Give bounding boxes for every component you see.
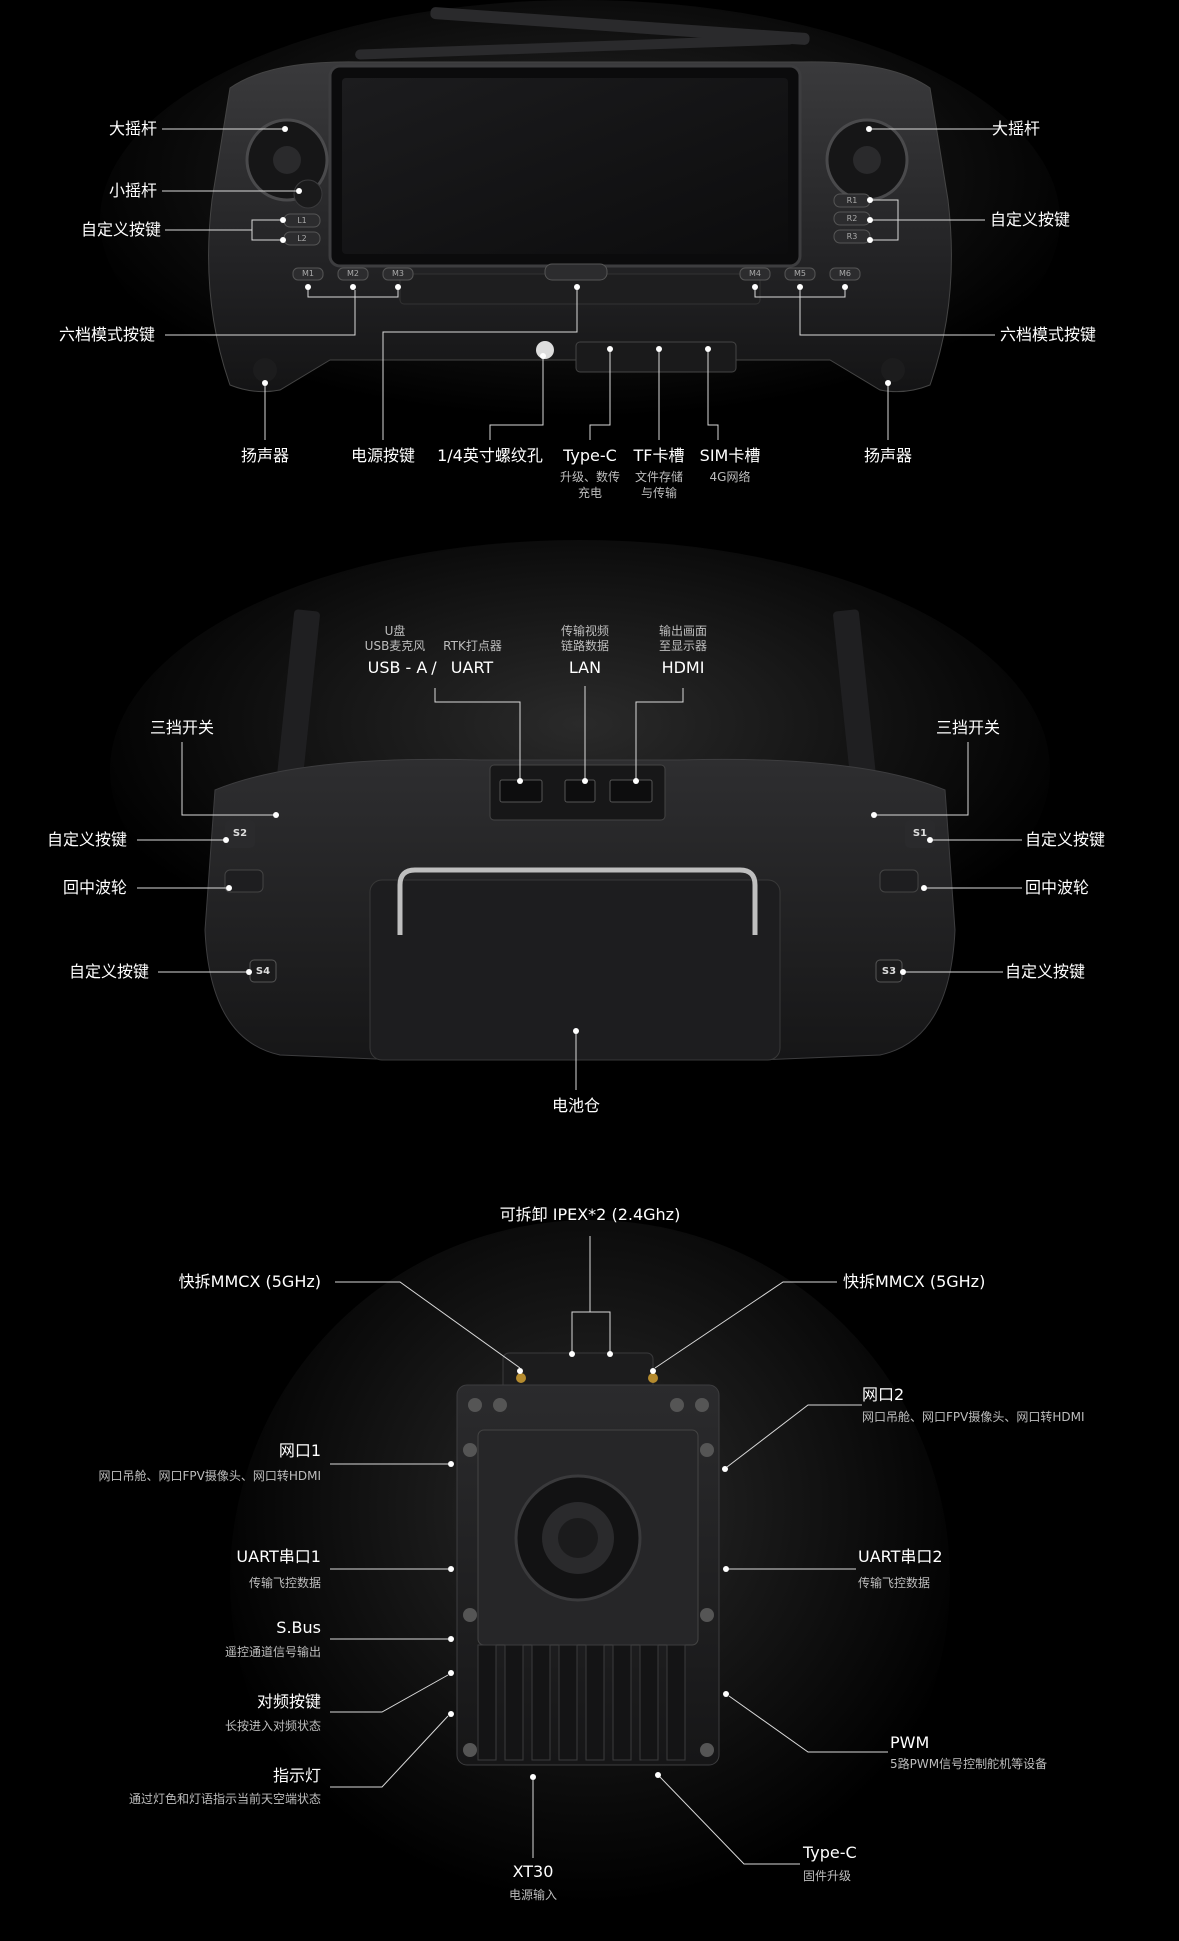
label-big-stick-right: 大摇杆 xyxy=(992,119,1041,138)
label-custom-key-left: 自定义按键 xyxy=(80,220,161,239)
button-m6: M6 xyxy=(839,269,851,278)
label-tf-sub2: 与传输 xyxy=(640,486,677,500)
label-xt30: XT30 xyxy=(512,1862,554,1881)
label-custom-key-right: 自定义按键 xyxy=(990,210,1071,229)
label-custom-key-left-2: 自定义按键 xyxy=(68,962,149,981)
label-pair-key: 对频按键 xyxy=(256,1692,321,1711)
label-uart2: UART串口2 xyxy=(858,1547,943,1566)
label-three-switch-right: 三挡开关 xyxy=(935,718,1000,737)
label-typec-firmware-sub: 固件升级 xyxy=(803,1869,852,1883)
label-mmcx-left: 快拆MMCX (5GHz) xyxy=(178,1272,321,1291)
leader-lines-bottom xyxy=(330,1236,888,1865)
label-six-mode-left: 六档模式按键 xyxy=(58,325,155,344)
label-uart-sub: RTK打点器 xyxy=(443,639,502,653)
label-indicator-light-sub: 通过灯色和灯语指示当前天空端状态 xyxy=(128,1792,321,1806)
label-lan2: 网口2 xyxy=(862,1385,905,1404)
label-tf-sub1: 文件存储 xyxy=(634,470,683,484)
button-s1: S1 xyxy=(912,828,928,839)
label-uart: UART xyxy=(450,658,494,677)
label-typec-sub2: 充电 xyxy=(577,486,602,500)
label-hdmi-sub2: 至显示器 xyxy=(658,639,707,653)
controller-front-illustration xyxy=(208,7,952,393)
air-unit-module-illustration xyxy=(456,1352,720,1766)
label-xt30-sub: 电源输入 xyxy=(508,1888,557,1902)
button-m4: M4 xyxy=(749,269,761,278)
label-wheel-left: 回中波轮 xyxy=(62,878,127,897)
label-uart2-sub: 传输飞控数据 xyxy=(858,1576,931,1590)
button-m2: M2 xyxy=(347,269,359,278)
label-usb-sub2: USB麦克风 xyxy=(364,639,426,653)
label-custom-key-right-2: 自定义按键 xyxy=(1005,962,1086,981)
button-l1: L1 xyxy=(297,216,307,225)
label-sim-slot: SIM卡槽 xyxy=(699,446,761,465)
label-ipex: 可拆卸 IPEX*2 (2.4Ghz) xyxy=(499,1205,681,1224)
button-m3: M3 xyxy=(392,269,404,278)
label-lan2-sub: 网口吊舱、网口FPV摄像头、网口转HDMI xyxy=(862,1410,1085,1424)
label-tf-slot: TF卡槽 xyxy=(633,446,685,465)
button-s4: S4 xyxy=(255,966,271,977)
button-m1: M1 xyxy=(302,269,314,278)
label-uart1: UART串口1 xyxy=(236,1547,321,1566)
label-speaker-left: 扬声器 xyxy=(240,446,289,465)
label-usb-a: USB - A xyxy=(367,658,428,677)
label-small-stick: 小摇杆 xyxy=(108,181,157,200)
label-usb-sub1: U盘 xyxy=(384,624,406,638)
label-pwm: PWM xyxy=(890,1733,930,1752)
label-sbus-sub: 遥控通道信号输出 xyxy=(224,1645,321,1659)
label-six-mode-right: 六档模式按键 xyxy=(1000,325,1097,344)
button-r1: R1 xyxy=(846,196,858,205)
button-s2: S2 xyxy=(232,828,248,839)
label-lan-sub1: 传输视频 xyxy=(560,624,609,638)
label-typec-sub1: 升级、数传 xyxy=(559,470,620,484)
label-mmcx-right: 快拆MMCX (5GHz) xyxy=(843,1272,986,1291)
label-screw-hole: 1/4英寸螺纹孔 xyxy=(437,446,543,465)
label-typec-firmware: Type-C xyxy=(803,1843,857,1862)
button-m5: M5 xyxy=(794,269,806,278)
label-lan: LAN xyxy=(568,658,602,677)
button-l2: L2 xyxy=(297,234,307,243)
label-sbus: S.Bus xyxy=(276,1618,321,1637)
label-wheel-right: 回中波轮 xyxy=(1025,878,1090,897)
label-speaker-right: 扬声器 xyxy=(863,446,912,465)
label-lan-sub2: 链路数据 xyxy=(560,639,609,653)
label-hdmi: HDMI xyxy=(661,658,705,677)
leader-lines-top xyxy=(162,126,1000,440)
label-battery: 电池仓 xyxy=(551,1096,600,1115)
label-lan1-sub: 网口吊舱、网口FPV摄像头、网口转HDMI xyxy=(98,1469,321,1483)
label-uart1-sub: 传输飞控数据 xyxy=(248,1576,321,1590)
label-slash: / xyxy=(431,658,437,677)
leader-lines-middle xyxy=(137,686,1022,1090)
button-r2: R2 xyxy=(846,214,858,223)
label-sim-sub: 4G网络 xyxy=(709,470,751,484)
label-typec: Type-C xyxy=(563,446,617,465)
label-pwm-sub: 5路PWM信号控制舵机等设备 xyxy=(890,1757,1048,1771)
label-hdmi-sub1: 输出画面 xyxy=(658,624,707,638)
label-big-stick-left: 大摇杆 xyxy=(108,119,157,138)
button-s3: S3 xyxy=(881,966,897,977)
label-power-key: 电源按键 xyxy=(350,446,415,465)
label-custom-key-left-1: 自定义按键 xyxy=(46,830,127,849)
label-pair-key-sub: 长按进入对频状态 xyxy=(224,1719,321,1733)
label-custom-key-right-1: 自定义按键 xyxy=(1025,830,1106,849)
label-three-switch-left: 三挡开关 xyxy=(149,718,214,737)
label-indicator-light: 指示灯 xyxy=(272,1766,321,1785)
label-lan1: 网口1 xyxy=(278,1441,321,1460)
button-r3: R3 xyxy=(846,232,858,241)
